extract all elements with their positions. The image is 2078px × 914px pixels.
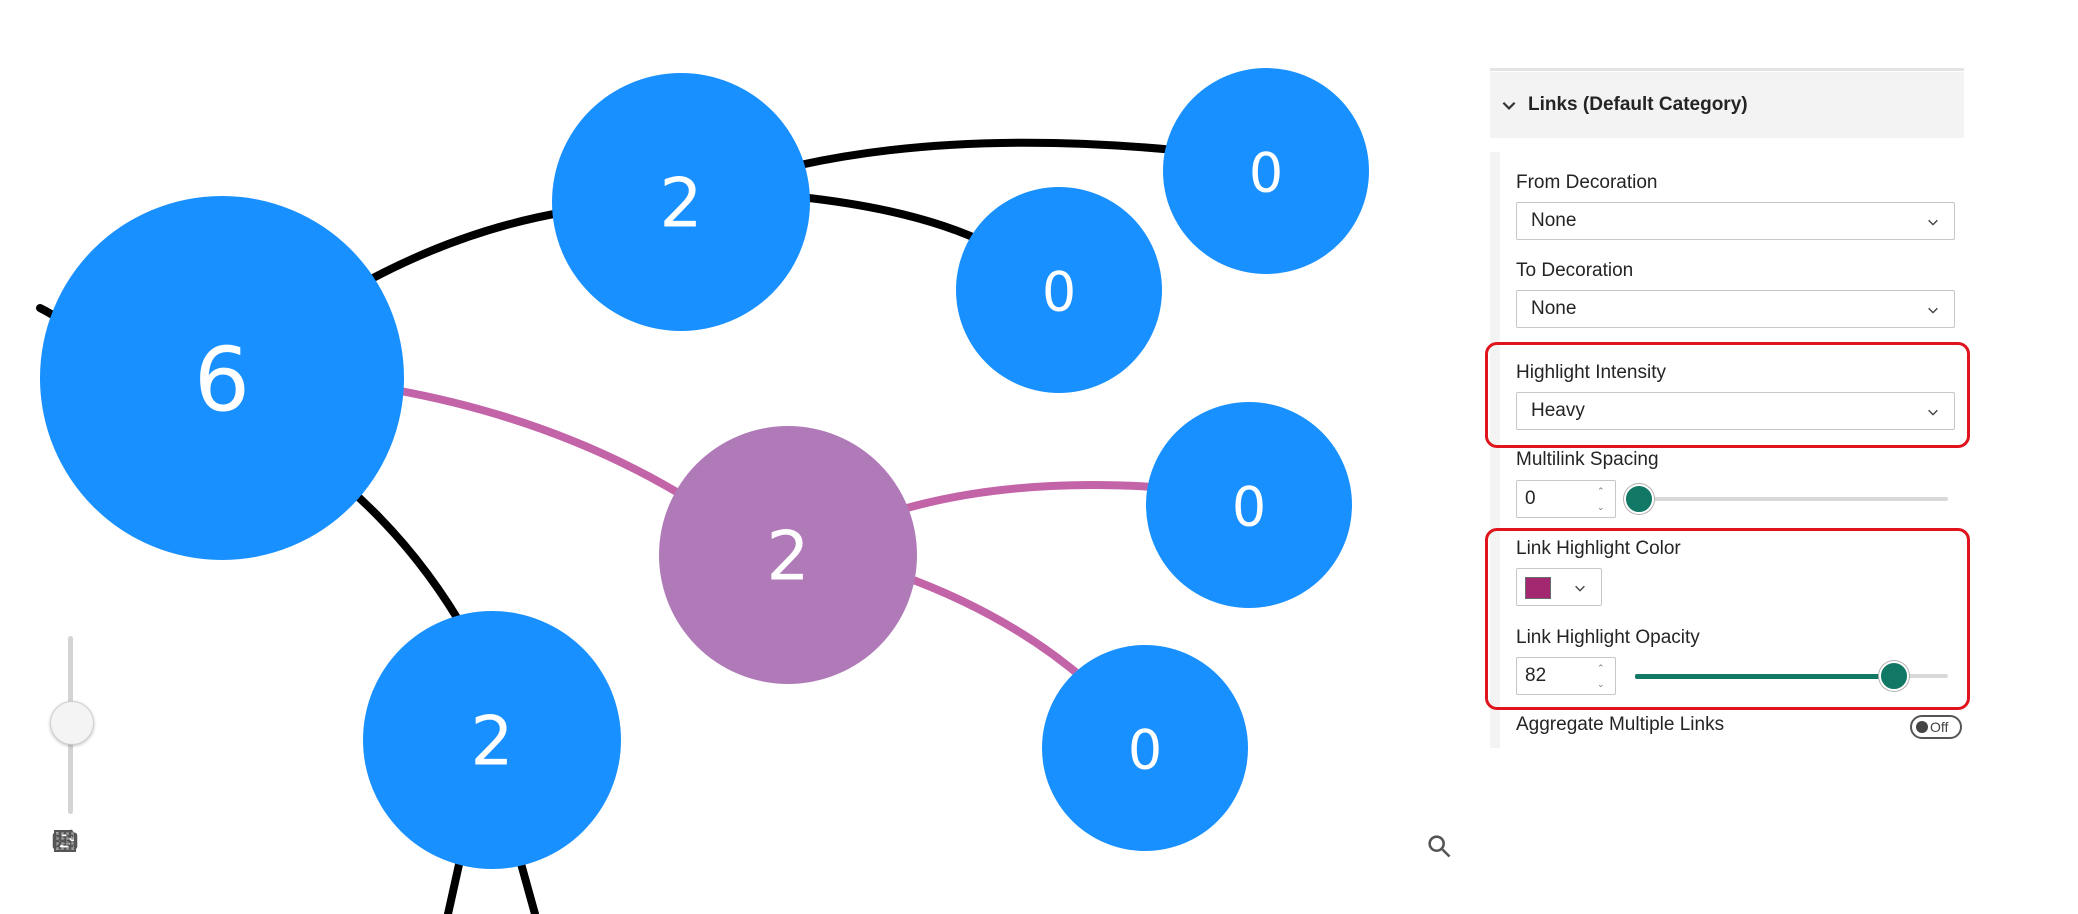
aggregate-links-label: Aggregate Multiple Links — [1516, 714, 1725, 735]
graph-toolbar — [50, 826, 380, 870]
search-icon[interactable] — [1425, 832, 1465, 872]
node-6[interactable]: 6 — [40, 196, 404, 560]
chevron-down-icon — [1502, 101, 1516, 110]
from-decoration-label: From Decoration — [1516, 172, 1658, 193]
node-0d[interactable]: 0 — [1042, 645, 1248, 851]
to-decoration-value: None — [1531, 298, 1577, 319]
node-2a-label: 2 — [659, 165, 702, 244]
node-0a-label: 0 — [1249, 142, 1283, 205]
callout-highlight-intensity — [1485, 342, 1970, 448]
multilink-spacing-label: Multilink Spacing — [1516, 449, 1659, 470]
multilink-spacing-slider-thumb[interactable] — [1624, 484, 1654, 514]
graph-canvas[interactable]: 6 2 0 0 2 0 0 2 — [0, 0, 1480, 914]
section-title: Links (Default Category) — [1528, 94, 1748, 115]
node-0c-label: 0 — [1232, 476, 1266, 539]
link-2a-0a[interactable] — [796, 138, 1179, 169]
node-0d-label: 0 — [1128, 719, 1162, 782]
color-swatch — [1525, 577, 1551, 599]
links-card: From Decoration None To Decoration None … — [1490, 152, 1964, 748]
multilink-spacing-slider-track[interactable] — [1635, 497, 1948, 501]
multilink-spacing-input[interactable]: 0 ⌃⌄ — [1516, 480, 1616, 518]
aggregate-links-toggle-text: Off — [1930, 719, 1949, 735]
to-decoration-label: To Decoration — [1516, 260, 1634, 281]
chevron-down-icon — [1575, 585, 1585, 592]
link-2b-0c[interactable] — [896, 481, 1159, 514]
node-2b-label: 2 — [766, 518, 809, 597]
link-6-2b[interactable] — [391, 386, 694, 504]
undo-icon[interactable] — [54, 828, 148, 868]
link-highlight-opacity-input[interactable]: 82 ⌃⌄ — [1516, 657, 1616, 695]
callout-link-highlight-color-opacity — [1485, 528, 1970, 710]
zoom-slider-thumb[interactable] — [50, 701, 94, 745]
toggle-knob — [1916, 721, 1928, 733]
node-2c-label: 2 — [470, 703, 513, 782]
link-2b-0d[interactable] — [896, 571, 1089, 684]
link-2c-down-2[interactable] — [516, 856, 539, 914]
highlight-intensity-label: Highlight Intensity — [1516, 362, 1666, 383]
save-icon[interactable] — [54, 828, 322, 868]
spin-arrows-icon[interactable]: ⌃⌄ — [1597, 486, 1605, 512]
link-6-2c[interactable] — [341, 481, 474, 644]
to-decoration-dropdown[interactable]: None — [1516, 290, 1955, 328]
highlight-intensity-value: Heavy — [1531, 400, 1585, 421]
highlight-intensity-dropdown[interactable]: Heavy — [1516, 392, 1955, 430]
links-section-header[interactable]: Links (Default Category) — [1490, 72, 1964, 138]
shuffle-icon[interactable] — [54, 828, 206, 868]
panel-divider — [1490, 68, 1964, 71]
node-2c[interactable]: 2 — [363, 611, 621, 869]
link-highlight-opacity-label: Link Highlight Opacity — [1516, 627, 1700, 648]
link-6-2a[interactable] — [356, 208, 569, 289]
link-highlight-opacity-value: 82 — [1525, 665, 1547, 686]
link-2a-0b[interactable] — [796, 193, 994, 249]
link-highlight-opacity-slider-thumb[interactable] — [1879, 661, 1909, 691]
link-highlight-color-picker[interactable] — [1516, 568, 1602, 606]
refresh-icon[interactable] — [55, 828, 264, 868]
aggregate-links-toggle[interactable]: Off — [1910, 715, 1962, 739]
links-card-body: From Decoration None To Decoration None … — [1500, 152, 1964, 748]
node-0a[interactable]: 0 — [1163, 68, 1369, 274]
format-panel: Links (Default Category) From Decoration… — [1490, 68, 1964, 748]
grid-icon[interactable] — [56, 828, 380, 868]
link-2c-down-1[interactable] — [444, 856, 464, 914]
from-decoration-dropdown[interactable]: None — [1516, 202, 1955, 240]
multilink-spacing-value: 0 — [1525, 488, 1536, 509]
node-2b-highlighted[interactable]: 2 — [659, 426, 917, 684]
node-2a[interactable]: 2 — [552, 73, 810, 331]
from-decoration-value: None — [1531, 210, 1577, 231]
chevron-down-icon — [1928, 307, 1938, 314]
node-0b-label: 0 — [1042, 261, 1076, 324]
link-highlight-opacity-slider-fill — [1635, 674, 1892, 679]
chevron-down-icon — [1928, 409, 1938, 416]
link-highlight-color-label: Link Highlight Color — [1516, 538, 1681, 559]
graph-svg[interactable]: 6 2 0 0 2 0 0 2 — [0, 0, 1480, 914]
node-0b[interactable]: 0 — [956, 187, 1162, 393]
node-6-label: 6 — [194, 329, 250, 432]
chevron-down-icon — [1928, 219, 1938, 226]
spin-arrows-icon[interactable]: ⌃⌄ — [1597, 663, 1605, 689]
node-0c[interactable]: 0 — [1146, 402, 1352, 608]
